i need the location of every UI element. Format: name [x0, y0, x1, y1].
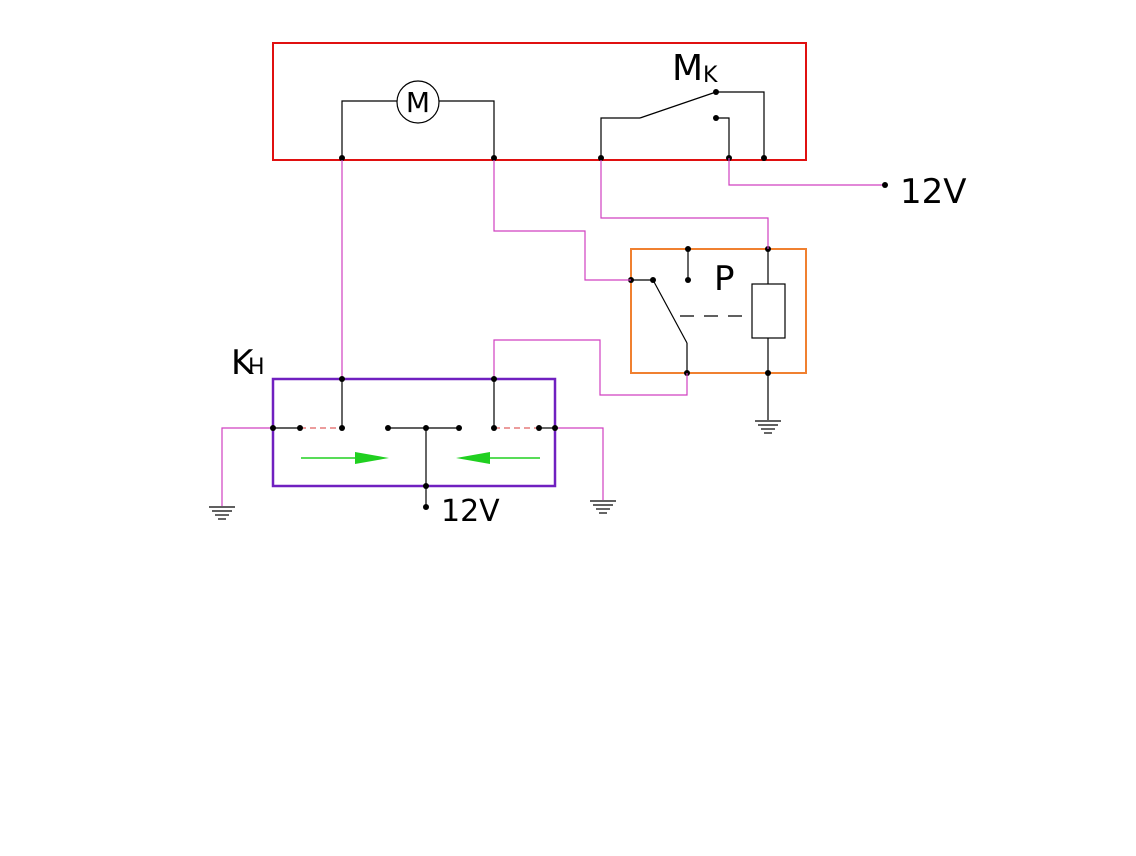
- junction-dot: [456, 425, 462, 431]
- limit-switch-sublabel: K: [703, 63, 718, 88]
- junction-dot: [339, 425, 345, 431]
- relay-coil: [751, 283, 786, 339]
- junction-dot: [713, 89, 719, 95]
- junction-dot: [536, 425, 542, 431]
- wire-limit-switch-to-coil: [600, 160, 769, 249]
- ground-right-icon: [590, 500, 616, 514]
- junction-dot: [552, 425, 558, 431]
- junction-dot: [270, 425, 276, 431]
- junction-dot: [598, 155, 604, 161]
- junction-dot: [761, 155, 767, 161]
- motor-right-lead: [439, 100, 495, 158]
- relay-contact-blade: [652, 279, 688, 344]
- control-button-sublabel: H: [248, 355, 265, 380]
- junction-dot: [491, 155, 497, 161]
- junction-dot: [491, 376, 497, 382]
- relay: P: [628, 246, 786, 376]
- limit-switch-lower-lead: [716, 117, 730, 158]
- supply-label-bottom: 12V: [441, 494, 500, 529]
- junction-dot: [385, 425, 391, 431]
- limit-switch: M K: [600, 48, 765, 158]
- motor-label: M: [406, 86, 430, 119]
- control-button-box: [271, 377, 557, 488]
- junction-dot: [491, 425, 497, 431]
- junction-dot: [339, 376, 345, 382]
- limit-switch-upper-lead: [716, 91, 765, 158]
- supply-terminal: [423, 504, 429, 510]
- relay-ground-icon: [755, 373, 781, 434]
- arrow-right-icon: [301, 452, 389, 464]
- control-button-contacts: [270, 376, 558, 489]
- control-button-label: K: [231, 343, 255, 383]
- junction-dot: [650, 277, 656, 283]
- junction-dot: [685, 277, 691, 283]
- wire-button-ground-right: [555, 427, 604, 500]
- motor-left-lead: [341, 100, 397, 158]
- wire-button-to-relay: [493, 339, 688, 396]
- junction-dot: [339, 155, 345, 161]
- relay-box: [630, 248, 807, 374]
- limit-switch-blade: [639, 91, 717, 119]
- junction-dot: [423, 425, 429, 431]
- limit-switch-left-lead: [600, 117, 640, 158]
- junction-dot: [713, 115, 719, 121]
- motor-symbol: [396, 80, 440, 124]
- supply-wire-right: [728, 158, 884, 186]
- limit-switch-label: M: [672, 48, 703, 89]
- junction-dot: [297, 425, 303, 431]
- relay-label: P: [714, 259, 735, 299]
- arrow-left-icon: [456, 452, 540, 464]
- ground-left-icon: [209, 506, 235, 520]
- wire-motor-to-relay-contact: [493, 160, 631, 281]
- supply-label-right: 12V: [900, 172, 967, 212]
- junction-dot: [685, 246, 691, 252]
- motor-assembly-box: [272, 42, 807, 161]
- wire-button-ground-left: [221, 427, 273, 506]
- supply-terminal: [882, 182, 888, 188]
- motor: M: [341, 80, 495, 158]
